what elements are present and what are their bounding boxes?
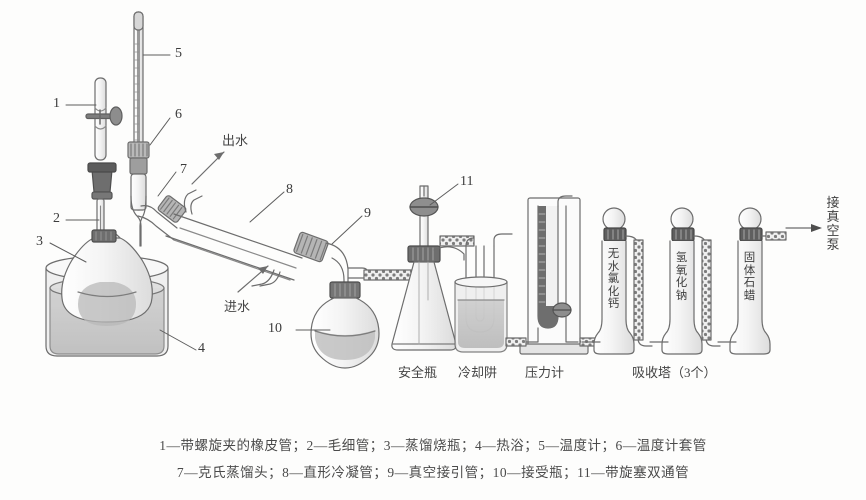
callout-3: 3 [36,234,43,249]
cold-trap-label: 冷却阱 [458,365,498,380]
absorption-tower-1 [593,207,653,355]
figure-caption-line-2: 7—克氏蒸馏头；8—直形冷凝管；9—真空接引管；10—接受瓶；11—带旋塞双通管 [176,465,690,480]
absorption-towers-label: 吸收塔（3个） [632,365,717,380]
absorption-tower-2 [661,207,721,355]
callout-5: 5 [175,46,182,61]
rubber-tube-screw-clamp-1 [85,77,123,161]
stopper-upper [87,162,117,200]
pressure-gauge [505,195,603,355]
cold-trap [454,233,513,353]
absorption-tower-3 [729,207,787,355]
water-inlet-label: 进水 [224,299,251,314]
tower-3-content-label: 固体石蜡 [743,252,756,302]
thermometer-jacket-6 [127,141,150,211]
safety-bottle-label: 安全瓶 [398,365,438,380]
callout-leader-lines [49,54,459,351]
callout-8: 8 [286,182,293,197]
callout-1: 1 [53,96,60,111]
callout-11: 11 [460,174,474,189]
callout-4: 4 [198,341,205,356]
safety-bottle [391,235,475,351]
figure-caption-line-1: 1—带螺旋夹的橡皮管；2—毛细管；3—蒸馏烧瓶；4—热浴；5—温度计；6—温度计… [159,438,707,453]
receiving-flask-10 [310,281,380,369]
water-outlet-label: 出水 [222,133,249,148]
tower-1-content-label: 无水氯化钙 [607,248,620,310]
vacuum-pump-arrow [785,224,822,232]
straight-condenser-8 [165,189,303,287]
two-way-stopcock-11 [409,185,439,251]
callout-6: 6 [175,107,182,122]
vacuum-pump-label: 接真空泵 [826,195,840,252]
water-outlet-arrow [191,151,225,185]
callout-2: 2 [53,211,60,226]
pressure-gauge-label: 压力计 [525,365,565,380]
vacuum-adapter-9 [293,231,369,287]
callout-9: 9 [364,206,371,221]
callout-7: 7 [180,162,187,177]
tower-2-content-label: 氢氧化钠 [675,252,688,302]
callout-10: 10 [268,321,282,336]
hose-receiver-to-safety-bottle [363,269,417,281]
distillation-flask-3 [61,229,153,326]
water-inlet-arrow [237,265,269,293]
